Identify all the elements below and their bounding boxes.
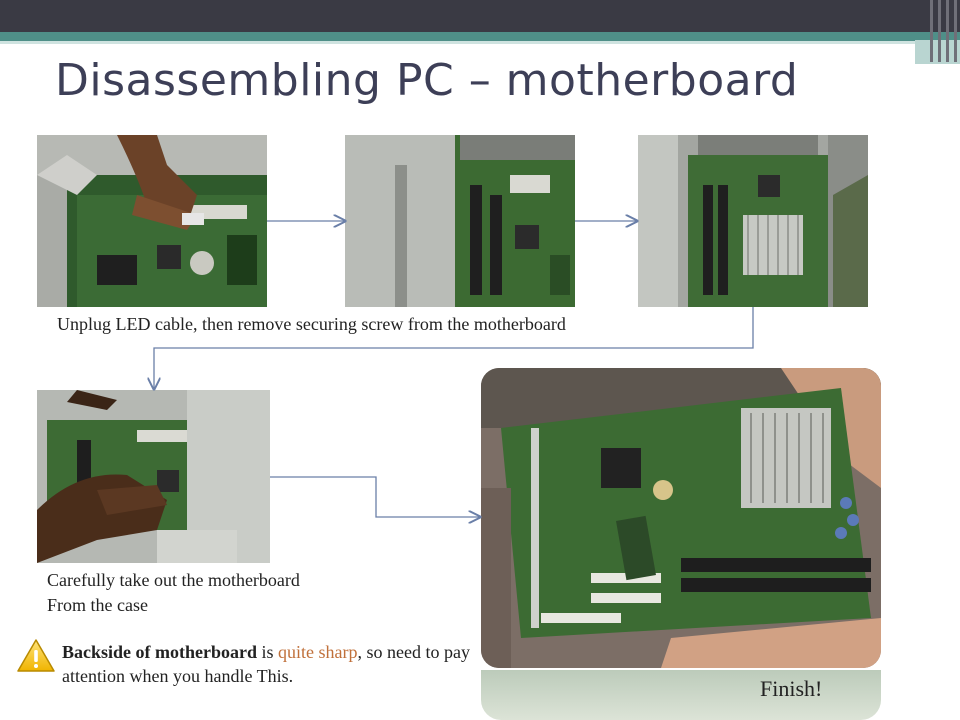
accent-line [0, 41, 960, 44]
caption-step1: Unplug LED cable, then remove securing s… [57, 314, 566, 334]
photo-take-out-motherboard [37, 390, 270, 563]
photo-remove-securing-screw [638, 135, 868, 307]
arrow-photo3-to-photo4 [154, 307, 754, 389]
decor-stripe [930, 0, 933, 62]
warning-accent: quite sharp [278, 642, 358, 662]
warning-mid: is [257, 642, 279, 662]
photo-unplug-led-cable [37, 135, 267, 307]
corner-decoration [915, 40, 960, 64]
finish-label: Finish! [760, 676, 823, 701]
caption-step2-line2: From the case [47, 595, 148, 615]
decor-stripe [938, 0, 941, 62]
arrow-photo4-to-photo5 [270, 476, 480, 517]
warning-text: Backside of motherboard is quite sharp, … [62, 640, 482, 688]
teal-band [0, 32, 960, 41]
warning-icon [16, 638, 56, 674]
slide-title: Disassembling PC – motherboard [55, 55, 799, 106]
photo-reflection [481, 670, 881, 720]
caption-step2-line1: Carefully take out the motherboard [47, 570, 300, 590]
decor-stripe [946, 0, 949, 62]
decor-line [568, 50, 888, 52]
top-bar [0, 0, 960, 32]
warning-bold: Backside of motherboard [62, 642, 257, 662]
decor-stripe [954, 0, 957, 62]
warning-rest: , so need to pay attention when you hand… [62, 642, 470, 686]
photo-motherboard-in-case [345, 135, 575, 307]
photo-removed-motherboard [481, 368, 881, 668]
